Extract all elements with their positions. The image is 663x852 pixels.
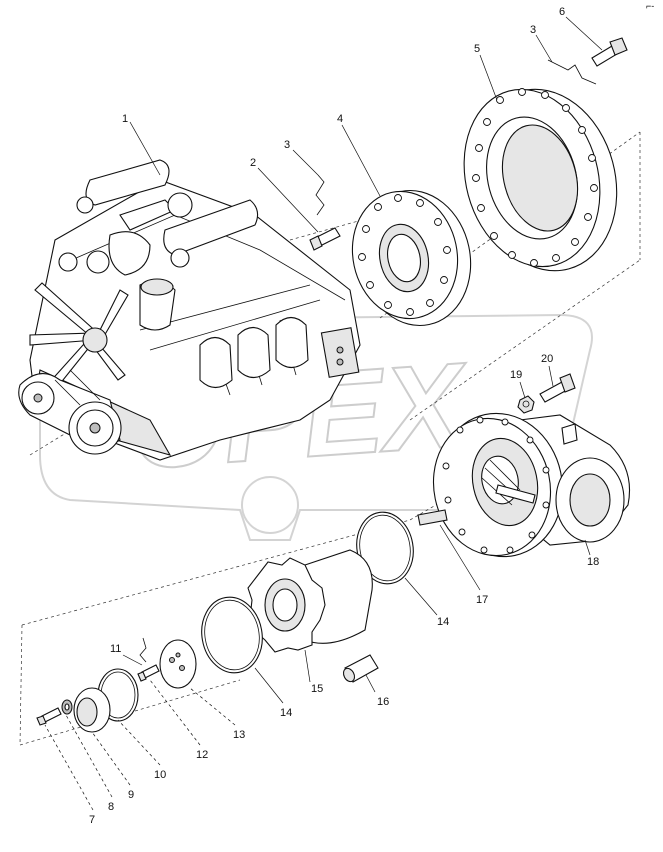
part-15-splined-hub [247, 549, 373, 653]
callout-19: 19 [510, 369, 522, 381]
callout-8: 8 [108, 801, 114, 813]
callout-3-left: 3 [284, 139, 290, 151]
part-3-lock-wire-left [315, 174, 325, 216]
callout-13: 13 [233, 729, 245, 741]
callout-20: 20 [541, 353, 553, 365]
callout-12: 12 [196, 749, 208, 761]
callout-15: 15 [311, 683, 323, 695]
part-3-lock-wire-right [547, 59, 597, 85]
callout-1: 1 [122, 113, 128, 125]
callout-7: 7 [89, 814, 95, 826]
callout-14-lower: 14 [280, 707, 292, 719]
part-5-housing-ring [463, 88, 618, 272]
callout-4: 4 [337, 113, 343, 125]
callout-5: 5 [474, 43, 480, 55]
callout-2: 2 [250, 157, 256, 169]
part-13-retainer-plate [159, 639, 197, 689]
callouts: 1 2 3 3 4 5 6 7 8 9 10 11 12 13 14 14 15… [89, 6, 599, 826]
part-7-bolt [36, 707, 62, 726]
part-11-lock-wire [139, 637, 147, 663]
part-18-adapter-housing [432, 412, 631, 558]
part-12-screw [137, 664, 160, 682]
engine-assembly [18, 159, 361, 461]
part-9-retainer-cap [73, 687, 111, 733]
leader-lines [44, 16, 603, 811]
callout-6: 6 [559, 6, 565, 18]
part-4-coupling-plate [351, 189, 472, 327]
callout-10: 10 [154, 769, 166, 781]
part-8-washer [61, 699, 73, 715]
callout-14-upper: 14 [437, 616, 449, 628]
callout-3-right: 3 [530, 24, 536, 36]
part-16-dowel-pin [342, 654, 379, 683]
part-6-bolt [591, 37, 628, 67]
callout-17: 17 [476, 594, 488, 606]
callout-16: 16 [377, 696, 389, 708]
callout-18: 18 [587, 556, 599, 568]
part-2-bolt [309, 227, 341, 251]
part-14-snap-ring-lower [201, 596, 263, 674]
part-14-snap-ring-upper [356, 511, 414, 585]
callout-9: 9 [128, 789, 134, 801]
part-20-bolt [539, 373, 576, 403]
part-17-key [417, 509, 448, 526]
part-19-nut [517, 395, 535, 414]
corner-mark: ⌐- [646, 1, 654, 11]
callout-11: 11 [110, 643, 121, 655]
